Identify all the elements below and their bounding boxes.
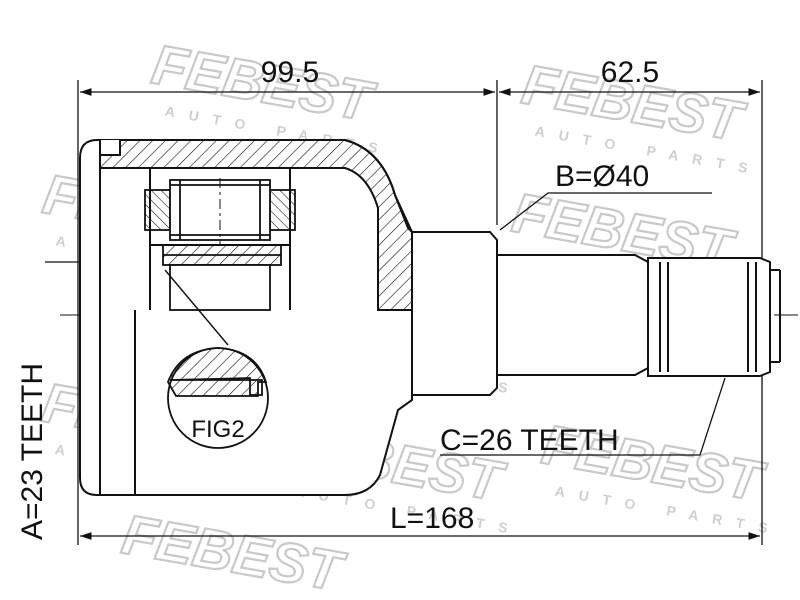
dimension-label-total-length: L=168: [390, 502, 474, 535]
watermark-logo: FEBEST: [118, 502, 351, 600]
dimension-label-stem-length: 62.5: [601, 56, 659, 89]
tripod-spider: [144, 178, 296, 311]
fig2-detail: [164, 269, 269, 449]
dimension-label-housing-length: 99.5: [261, 56, 319, 89]
dimension-label-outer-spline: C=26 TEETH: [440, 424, 619, 457]
shaft: [411, 231, 781, 396]
dimension-label-inner-spline: A=23 TEETH: [16, 363, 49, 540]
dimension-label-stem-diameter: B=Ø40: [555, 160, 649, 193]
fig-label: FIG2: [191, 416, 244, 443]
